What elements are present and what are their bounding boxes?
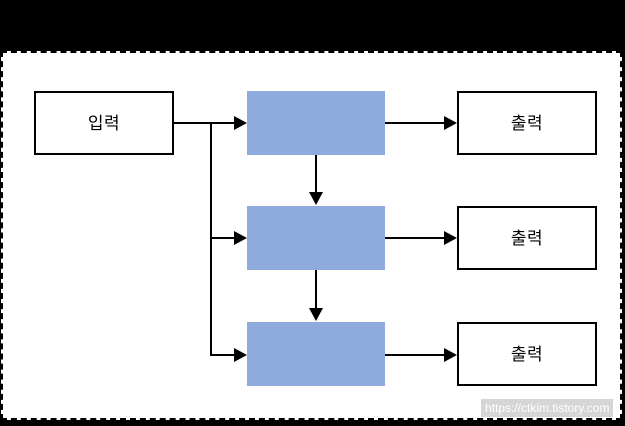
input-node[interactable]: 입력 [34,91,174,155]
output-node-3[interactable]: 출력 [457,322,597,386]
arrowhead-bus-to-process-1-icon [234,116,247,130]
connector-process-2-to-process-3 [315,270,317,309]
output-node-1[interactable]: 출력 [457,91,597,155]
connector-input-to-bus [174,122,243,124]
connector-process-1-to-output-1 [385,122,445,124]
connector-bus-to-process-1 [210,122,235,124]
arrowhead-process-1-to-output-1-icon [444,116,457,130]
connector-process-1-to-process-2 [315,155,317,193]
output-node-2[interactable]: 출력 [457,206,597,270]
connector-process-2-to-output-2 [385,237,445,239]
process-node-3[interactable] [247,322,385,386]
process-node-1[interactable] [247,91,385,155]
input-node-label: 입력 [87,113,121,133]
output-node-3-label: 출력 [510,344,544,364]
arrowhead-process-3-to-output-3-icon [444,348,457,362]
arrowhead-process-2-to-output-2-icon [444,231,457,245]
output-node-2-label: 출력 [510,228,544,248]
watermark: https://ctkim.tistory.com [481,399,614,417]
arrowhead-process-2-to-process-3-icon [309,308,323,321]
connector-bus-vertical [210,122,212,356]
connector-process-3-to-output-3 [385,354,445,356]
diagram-canvas: 입력 출력 출력 출력 [1,51,622,420]
arrowhead-process-1-to-process-2-icon [309,192,323,205]
process-node-2[interactable] [247,206,385,270]
connector-bus-to-process-2 [210,237,235,239]
output-node-1-label: 출력 [510,113,544,133]
arrowhead-bus-to-process-2-icon [234,231,247,245]
connector-bus-to-process-3 [210,354,235,356]
arrowhead-bus-to-process-3-icon [234,348,247,362]
